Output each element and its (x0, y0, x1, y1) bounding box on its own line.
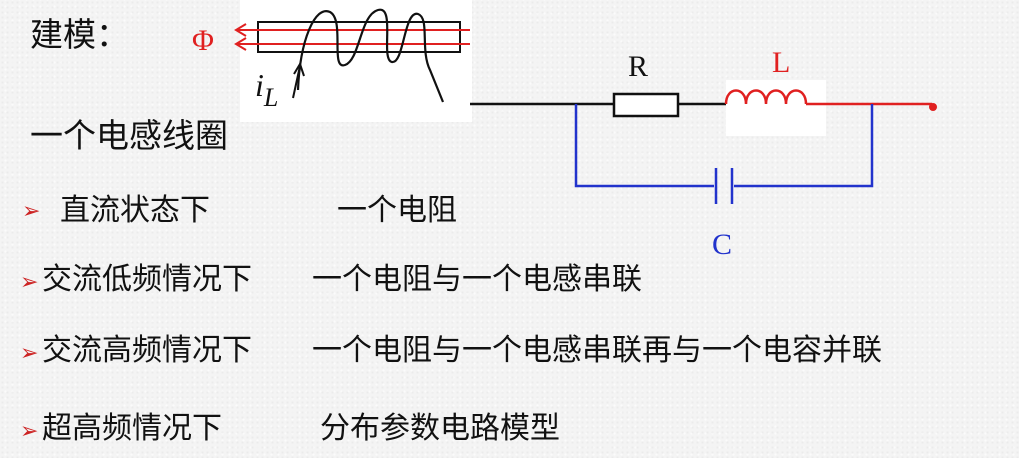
triangle-right-icon: ➢ (20, 270, 39, 295)
subheading: 一个电感线圈 (30, 116, 228, 155)
current-arrow-shaft (292, 65, 301, 99)
item-label: 交流低频情况下 (42, 262, 252, 297)
inductor (724, 89, 808, 105)
coil-backdrop (240, 0, 472, 122)
flux-arrowhead-top (234, 23, 247, 37)
item-label: 超高频情况下 (42, 411, 222, 446)
flux-arrowhead-bottom (234, 37, 247, 51)
triangle-right-icon: ➢ (22, 199, 41, 224)
item-label: 直流状态下 (60, 193, 210, 228)
heading: 建模： (30, 15, 129, 54)
current-arrowhead (293, 61, 305, 77)
item-value: 分布参数电路模型 (320, 411, 560, 446)
item-value: 一个电阻 (337, 193, 457, 228)
item-value: 一个电阻与一个电感串联再与一个电容并联 (312, 333, 882, 368)
triangle-right-icon: ➢ (20, 419, 39, 444)
item-label: 交流高频情况下 (42, 333, 252, 368)
inductor-backdrop (726, 80, 826, 136)
inductor-label: L (772, 46, 790, 79)
capacitor-branch-right (734, 104, 874, 188)
terminal-dot (929, 103, 937, 111)
resistor-label: R (628, 50, 648, 83)
flux-symbol: Φ (192, 24, 214, 57)
coil-winding (296, 8, 445, 103)
item-value: 一个电阻与一个电感串联 (312, 262, 642, 297)
triangle-right-icon: ➢ (20, 341, 39, 366)
coil-core (257, 21, 461, 53)
current-symbol: iL (255, 67, 278, 112)
resistor (612, 92, 680, 118)
capacitor-label: C (712, 228, 732, 261)
capacitor-branch-left (574, 104, 714, 188)
